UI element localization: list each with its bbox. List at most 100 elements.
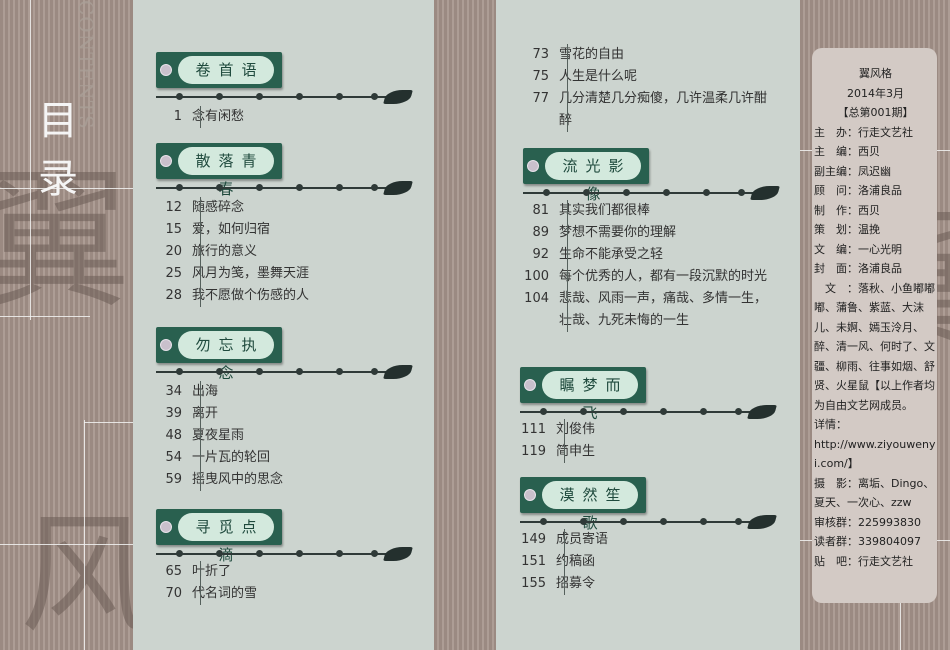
info-line: 文 编：一心光明: [814, 242, 902, 256]
magazine-name: 翼风格: [859, 67, 892, 80]
issue-number: 【总第001期】: [837, 106, 914, 119]
section-title: 流光影像: [545, 152, 641, 203]
vine-divider-icon: [523, 186, 780, 200]
bullet-icon: [524, 489, 536, 501]
section-tab: 寻觅点滴: [156, 509, 282, 564]
magazine-info-card: 翼风格 2014年3月 【总第001期】 主 办：行走文艺社 主 编：西贝 副主…: [812, 48, 937, 603]
vine-divider-icon: [156, 365, 413, 379]
info-line: 读者群：339804097: [814, 535, 921, 548]
bullet-icon: [160, 521, 172, 533]
contents-word: CONTENTS: [74, 0, 98, 130]
left-striped-background: [0, 0, 133, 650]
info-line: 详情：: [814, 418, 847, 431]
info-line: 制 作：西贝: [814, 203, 880, 217]
decorative-line: [0, 544, 133, 545]
info-line: 摄 影：离垢、Dingo、夏天、一次心、zzw: [814, 476, 935, 510]
info-line: 审核群：225993830: [814, 515, 921, 529]
section-tab: 瞩梦而飞: [520, 367, 646, 422]
section-title: 漠然笙歌: [542, 481, 638, 532]
middle-striped-background: [434, 0, 496, 650]
info-line: 封 面：洛浦良品: [814, 262, 902, 275]
section-header: 漠然笙歌: [520, 477, 775, 532]
section-tab: 漠然笙歌: [520, 477, 646, 532]
decorative-line: [84, 420, 85, 650]
info-line-authors: 文 ：落秋、小鱼嘟嘟嘟、蒲鲁、紫蓝、大沫儿、未婀、嫣玉泠月、醉、清一风、何时了、…: [814, 281, 935, 412]
bullet-icon: [160, 64, 172, 76]
bullet-icon: [160, 339, 172, 351]
decorative-line: [0, 188, 133, 189]
section-title: 瞩梦而飞: [542, 371, 638, 422]
bullet-icon: [160, 155, 172, 167]
info-line: 贴 吧：行走文艺社: [814, 554, 913, 568]
bullet-icon: [527, 160, 539, 172]
info-line: 主 编：西贝: [814, 145, 880, 158]
decorative-line: [0, 316, 90, 317]
issue-date: 2014年3月: [847, 86, 904, 100]
section-tab: 卷首语: [156, 52, 282, 88]
info-line: 主 办：行走文艺社: [814, 125, 913, 139]
info-line: 策 划：温挽: [814, 223, 880, 236]
vine-divider-icon: [156, 181, 413, 195]
section-title: 散落青春: [178, 147, 274, 198]
section-header: 散落青春: [156, 143, 411, 198]
section-tab: 流光影像: [523, 148, 649, 203]
page-title-char-2: 录: [38, 156, 78, 202]
section-tab: 散落青春: [156, 143, 282, 198]
vine-divider-icon: [520, 515, 777, 529]
section-title: 寻觅点滴: [178, 513, 274, 564]
section-header: 流光影像: [523, 148, 778, 203]
info-url[interactable]: http://www.ziyouwenyi.com/】: [814, 437, 936, 471]
section-header: 寻觅点滴: [156, 509, 411, 564]
info-line: 副主编：凤迟幽: [814, 164, 891, 178]
section-header: 卷首语: [156, 52, 411, 88]
section-title: 卷首语: [178, 56, 274, 84]
bullet-icon: [524, 379, 536, 391]
vine-divider-icon: [156, 90, 413, 104]
section-tab: 勿忘执念: [156, 327, 282, 382]
calligraphy-char-left-top: 翼: [0, 155, 131, 329]
vine-divider-icon: [520, 405, 777, 419]
section-header: 瞩梦而飞: [520, 367, 775, 422]
